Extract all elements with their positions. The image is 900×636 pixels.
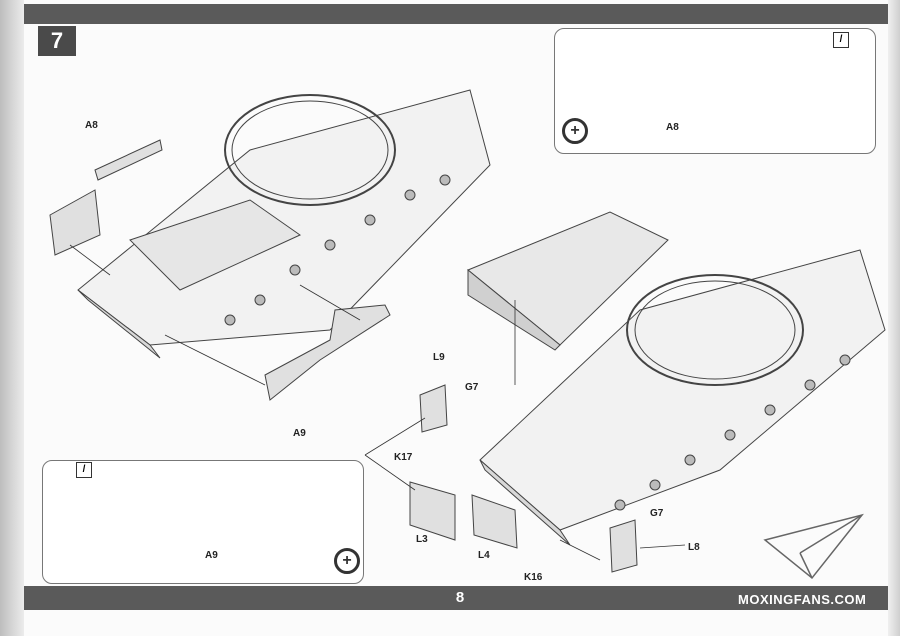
part-label-l8: L8 <box>688 542 700 553</box>
part-label-a9: A9 <box>293 428 306 439</box>
part-label-a8: A8 <box>85 120 98 131</box>
part-label-l9: L9 <box>433 352 445 363</box>
part-label-k16: K16 <box>524 572 543 583</box>
page-fold-shadow <box>0 0 24 636</box>
part-label-g7-lower: G7 <box>650 508 664 519</box>
detail-inset-a8 <box>554 28 876 154</box>
bottom-band <box>24 586 888 610</box>
top-band <box>24 4 888 24</box>
step-number: 7 <box>38 26 76 56</box>
right-hull-drawing <box>409 211 886 573</box>
part-label-l3: L3 <box>416 534 428 545</box>
left-hull-drawing <box>49 89 491 401</box>
glue-tube-icon: / <box>76 462 92 478</box>
page-edge-shadow <box>888 0 900 636</box>
magnifier-plus-icon: + <box>334 548 360 574</box>
detail-inset-a9 <box>42 460 364 584</box>
page-number: 8 <box>455 589 465 606</box>
part-label-l4: L4 <box>478 550 490 561</box>
glue-tube-icon: / <box>833 32 849 48</box>
magnifier-plus-icon: + <box>562 118 588 144</box>
inset-label-a9: A9 <box>205 550 218 561</box>
brand-watermark: MOXINGFANS.COM <box>738 592 867 607</box>
part-label-k17: K17 <box>394 452 413 463</box>
part-label-g7-upper: G7 <box>465 382 479 393</box>
inset-label-a8: A8 <box>666 122 679 133</box>
